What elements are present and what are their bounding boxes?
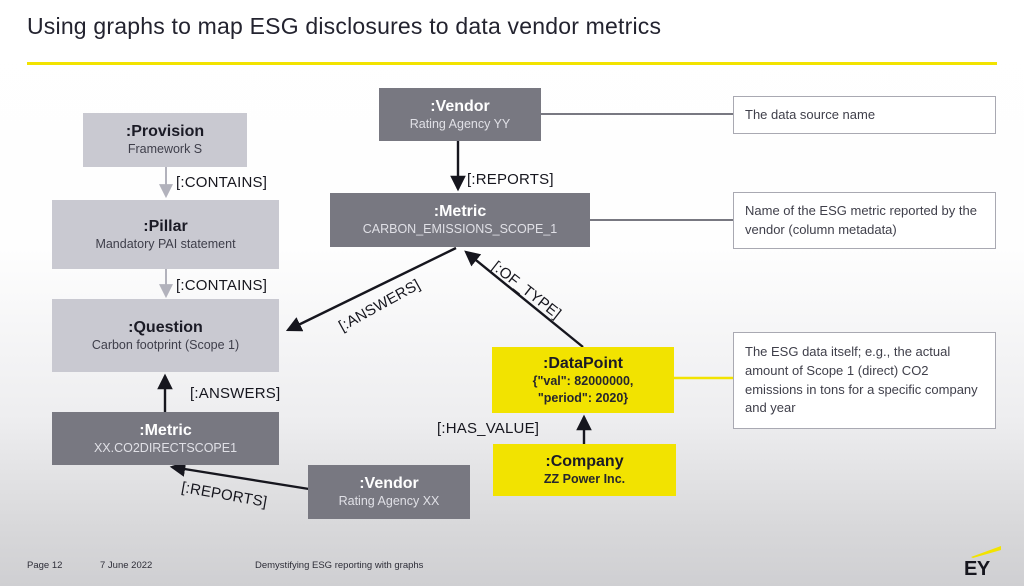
node-company: :Company ZZ Power Inc.	[493, 444, 676, 496]
node-vendor-yy-label: :Vendor	[430, 97, 490, 115]
node-metric-center-label: :Metric	[433, 203, 487, 221]
edge-label-reports-xx: [:REPORTS]	[180, 479, 269, 511]
node-pillar-label: :Pillar	[143, 217, 188, 235]
node-datapoint-label: :DataPoint	[543, 355, 623, 373]
node-metric-xx-label: :Metric	[139, 421, 192, 439]
title-divider	[27, 62, 997, 65]
edge-label-of-type: [:OF_TYPE]	[488, 258, 565, 323]
node-metric-center-sublabel: CARBON_EMISSIONS_SCOPE_1	[362, 222, 558, 237]
node-metric-xx-sublabel: XX.CO2DIRECTSCOPE1	[93, 440, 238, 455]
edge-label-contains-1: [:CONTAINS]	[176, 174, 268, 191]
footer-deck-title: Demystifying ESG reporting with graphs	[255, 560, 424, 571]
node-company-sublabel: ZZ Power Inc.	[543, 472, 626, 487]
page-title: Using graphs to map ESG disclosures to d…	[27, 13, 662, 39]
node-vendor-xx-sublabel: Rating Agency XX	[338, 494, 440, 509]
node-question-sublabel: Carbon footprint (Scope 1)	[91, 337, 240, 352]
callout-vendor: The data source name	[733, 96, 996, 134]
node-question: :Question Carbon footprint (Scope 1)	[52, 299, 279, 372]
node-vendor-yy: :Vendor Rating Agency YY	[379, 88, 541, 141]
edge-label-has-value: [:HAS_VALUE]	[437, 420, 540, 437]
node-question-label: :Question	[128, 318, 203, 336]
footer-date: 7 June 2022	[100, 560, 153, 571]
ey-logo: EY	[964, 546, 1004, 579]
ey-logo-beam-icon	[971, 546, 1001, 558]
node-datapoint: :DataPoint {"val": 82000000, "period": 2…	[492, 347, 674, 413]
node-metric-xx: :Metric XX.CO2DIRECTSCOPE1	[52, 412, 279, 465]
callout-datapoint: The ESG data itself; e.g., the actual am…	[733, 332, 996, 429]
node-company-label: :Company	[545, 453, 624, 471]
edge-label-answers-center: [:ANSWERS]	[336, 276, 424, 335]
node-vendor-xx: :Vendor Rating Agency XX	[308, 465, 470, 519]
node-provision-sublabel: Framework S	[127, 142, 203, 157]
node-datapoint-properties-line1: {"val": 82000000,	[532, 374, 634, 389]
node-metric-center: :Metric CARBON_EMISSIONS_SCOPE_1	[330, 193, 590, 247]
edge-label-contains-2: [:CONTAINS]	[176, 277, 268, 294]
node-datapoint-properties-line2: "period": 2020}	[537, 390, 629, 405]
callout-metric: Name of the ESG metric reported by the v…	[733, 192, 996, 249]
node-provision: :Provision Framework S	[83, 113, 247, 167]
node-pillar: :Pillar Mandatory PAI statement	[52, 200, 279, 269]
edge-label-reports-yy: [:REPORTS]	[467, 171, 554, 188]
edge-label-answers-xx: [:ANSWERS]	[190, 385, 281, 402]
node-vendor-xx-label: :Vendor	[359, 475, 419, 493]
callout-vendor-text: The data source name	[745, 106, 876, 122]
node-vendor-yy-sublabel: Rating Agency YY	[409, 116, 511, 131]
callout-metric-text: Name of the ESG metric reported by the v…	[745, 202, 977, 237]
node-pillar-sublabel: Mandatory PAI statement	[95, 236, 236, 251]
callout-datapoint-text: The ESG data itself; e.g., the actual am…	[745, 343, 978, 416]
node-provision-label: :Provision	[125, 123, 205, 141]
footer-page-number: Page 12	[27, 560, 63, 571]
ey-logo-text: EY	[964, 558, 990, 580]
